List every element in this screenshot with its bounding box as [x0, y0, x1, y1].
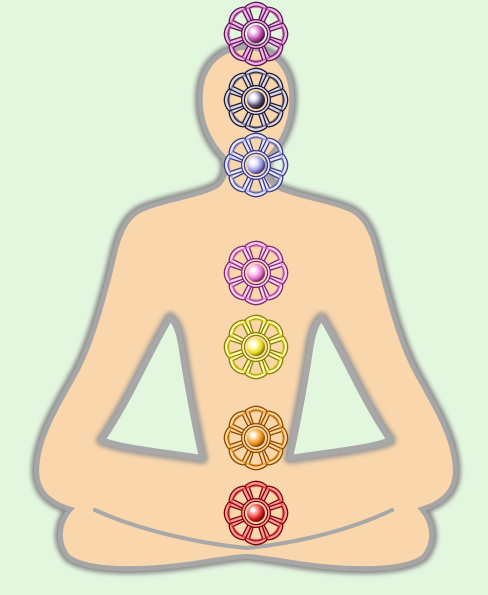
chakra-sphere	[247, 91, 265, 109]
chakra-sphere-shine	[251, 508, 256, 513]
chakra-sphere-shine	[251, 342, 256, 347]
chakra-sphere-shine	[251, 95, 256, 100]
chakra-sphere	[247, 338, 265, 356]
chakra-sphere	[247, 156, 265, 174]
chakra-sphere	[247, 504, 265, 522]
chakra-sphere-shine	[251, 160, 256, 165]
chakra-sphere	[247, 264, 265, 282]
chakra-sphere-shine	[251, 268, 256, 273]
chakra-sphere-shine	[251, 29, 256, 34]
chakra-sphere	[247, 25, 265, 43]
chakra-sphere	[247, 429, 265, 447]
chakra-sphere-shine	[251, 433, 256, 438]
